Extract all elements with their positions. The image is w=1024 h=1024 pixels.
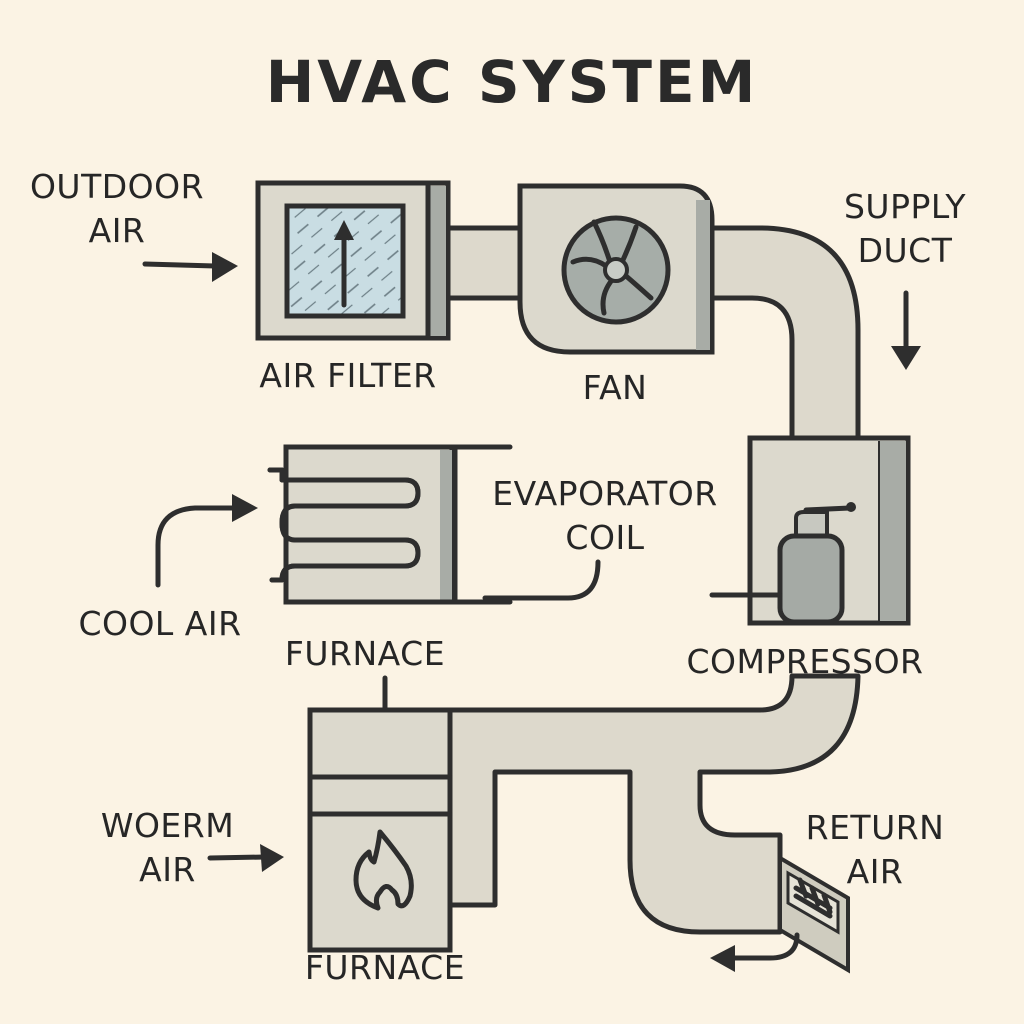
filter-arrow-up-icon	[334, 220, 354, 308]
compressor-tank-icon	[709, 502, 856, 625]
diagram-title: HVAC SYSTEM	[265, 48, 759, 116]
cool-air-label: COOL AIR	[78, 604, 242, 643]
furnace-upper-label: FURNACE	[284, 634, 446, 673]
outdoor-air-arrow-icon	[142, 252, 238, 282]
air-filter-label: AIR FILTER	[259, 356, 437, 395]
air-filter-unit	[255, 180, 451, 341]
vent-grille-icon	[778, 854, 850, 974]
compressor-label: COMPRESSOR	[686, 642, 924, 681]
duct-filter-to-fan	[437, 225, 523, 301]
fan-unit	[517, 183, 715, 355]
warm-air-label: WOERM AIR	[100, 806, 235, 889]
supply-duct-arrow-icon	[891, 290, 921, 370]
furnace-unit	[307, 707, 453, 953]
return-air-label: RETURN AIR	[805, 808, 945, 891]
return-duct	[447, 673, 861, 935]
evaporator-coil-label: EVAPORATOR COIL	[492, 474, 718, 557]
fan-label: FAN	[582, 368, 648, 407]
outdoor-air-label: OUTDOOR AIR	[29, 167, 205, 250]
evaporator-coil-unit	[267, 444, 601, 605]
return-air-arrow-icon	[710, 932, 800, 972]
fan-icon	[561, 215, 671, 325]
warm-air-arrow-icon	[207, 844, 284, 872]
furnace-lower-label: FURNACE	[304, 948, 466, 987]
flame-icon	[353, 829, 414, 911]
cool-air-arrow-icon	[155, 494, 258, 588]
compressor-unit	[709, 435, 911, 626]
supply-duct-elbow	[709, 225, 861, 443]
supply-duct-label: SUPPLY DUCT	[843, 187, 967, 270]
